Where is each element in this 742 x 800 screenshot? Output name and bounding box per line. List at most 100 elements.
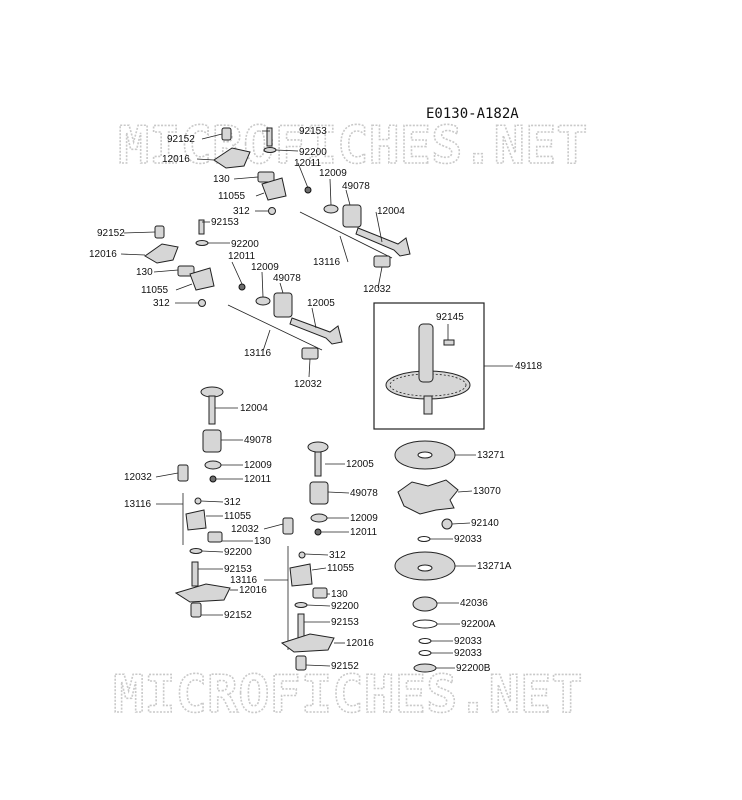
upper-pivot-nut bbox=[221, 127, 232, 141]
left-valve-12005 bbox=[289, 317, 343, 345]
ball-12011-mid bbox=[314, 528, 322, 536]
spring-92145 bbox=[443, 339, 455, 346]
label-11055: 11055 bbox=[218, 191, 246, 202]
label-12016: 12016 bbox=[89, 249, 117, 260]
upper-rocker-guide bbox=[261, 177, 287, 201]
retainer-12009-lower bbox=[204, 460, 222, 470]
label-12004: 12004 bbox=[240, 403, 268, 414]
label-92033: 92033 bbox=[454, 648, 482, 659]
label-49078: 49078 bbox=[350, 488, 378, 499]
bolt-130-lower bbox=[207, 531, 223, 543]
label-11055: 11055 bbox=[224, 511, 252, 522]
label-12016: 12016 bbox=[239, 585, 267, 596]
label-12011: 12011 bbox=[350, 527, 378, 538]
spring-49078-mid bbox=[309, 481, 329, 505]
watermark-top: MICROFICHES.NET bbox=[118, 116, 588, 176]
label-12004: 12004 bbox=[377, 206, 405, 217]
label-49118: 49118 bbox=[515, 361, 543, 372]
ring-92033b bbox=[418, 638, 432, 644]
valve-stem-12005 bbox=[314, 451, 322, 477]
label-312: 312 bbox=[329, 550, 346, 561]
left-tappet bbox=[301, 347, 319, 360]
washer-92200-mid bbox=[294, 602, 308, 608]
label-92153: 92153 bbox=[299, 126, 327, 137]
washer-92200B bbox=[413, 663, 437, 673]
label-12011: 12011 bbox=[244, 474, 272, 485]
label-49078: 49078 bbox=[342, 181, 370, 192]
upper-tappet bbox=[373, 255, 391, 268]
label-92152: 92152 bbox=[224, 610, 252, 621]
lower-middle-valve-train bbox=[280, 441, 335, 671]
nut-312-mid bbox=[298, 551, 306, 559]
label-12032: 12032 bbox=[231, 524, 259, 535]
label-42036: 42036 bbox=[460, 598, 488, 609]
label-12016: 12016 bbox=[162, 154, 190, 165]
upper-stud bbox=[266, 127, 273, 147]
label-12005: 12005 bbox=[346, 459, 374, 470]
plate-13271-hole bbox=[417, 451, 433, 459]
label-312: 312 bbox=[233, 206, 250, 217]
label-13116: 13116 bbox=[230, 575, 258, 586]
upper-pushrod bbox=[299, 211, 393, 259]
nut-92152-lower bbox=[190, 602, 202, 618]
valve-stem-12004 bbox=[208, 395, 216, 425]
label-13116: 13116 bbox=[244, 348, 272, 359]
camshaft-body bbox=[418, 323, 434, 383]
label-130: 130 bbox=[213, 174, 230, 185]
weight-13070 bbox=[397, 479, 459, 515]
left-pushrod bbox=[227, 304, 323, 351]
left-washer bbox=[195, 240, 209, 246]
ball-92140 bbox=[441, 518, 453, 530]
guide-11055-lower bbox=[185, 509, 207, 531]
gear-42036 bbox=[412, 596, 438, 612]
bolt-130-mid bbox=[312, 587, 328, 599]
upper-rocker-arm bbox=[213, 147, 251, 169]
label-49078: 49078 bbox=[244, 435, 272, 446]
left-rocker-arm bbox=[144, 243, 179, 264]
governor-stack bbox=[394, 440, 459, 673]
left-ball-12011 bbox=[238, 283, 246, 291]
label-130: 130 bbox=[254, 536, 271, 547]
left-spring bbox=[273, 292, 293, 318]
label-12032: 12032 bbox=[363, 284, 391, 295]
label-13271: 13271 bbox=[477, 450, 505, 461]
label-312: 312 bbox=[153, 298, 170, 309]
label-12032: 12032 bbox=[294, 379, 322, 390]
label-92152: 92152 bbox=[167, 134, 195, 145]
tappet-12032-mid bbox=[282, 517, 294, 535]
upper-retainer bbox=[323, 204, 339, 214]
label-13070: 13070 bbox=[473, 486, 501, 497]
label-12009: 12009 bbox=[350, 513, 378, 524]
upper-rocker-assembly bbox=[213, 127, 411, 268]
label-92200A: 92200A bbox=[461, 619, 496, 630]
left-nut-312 bbox=[198, 299, 206, 307]
upper-nut-312 bbox=[268, 207, 276, 215]
label-11055: 11055 bbox=[327, 563, 355, 574]
label-13116: 13116 bbox=[313, 257, 341, 268]
valve-head-12005 bbox=[307, 441, 329, 453]
label-13116: 13116 bbox=[124, 499, 152, 510]
label-92200: 92200 bbox=[231, 239, 259, 250]
cam-shaft-end bbox=[423, 395, 433, 415]
label-130: 130 bbox=[136, 267, 153, 278]
retainer-12009-mid bbox=[310, 513, 328, 523]
left-pivot-nut bbox=[154, 225, 165, 239]
upper-spring bbox=[342, 204, 362, 228]
spring-49078-lower bbox=[202, 429, 222, 453]
label-11055: 11055 bbox=[141, 285, 169, 296]
label-92033: 92033 bbox=[454, 636, 482, 647]
label-312: 312 bbox=[224, 497, 241, 508]
label-12005: 12005 bbox=[307, 298, 335, 309]
lower-left-valve-train bbox=[174, 386, 231, 618]
washer-92200-lower bbox=[189, 548, 203, 554]
label-92140: 92140 bbox=[471, 518, 499, 529]
stud-92153-lower bbox=[191, 561, 199, 587]
ring-92033c bbox=[418, 650, 432, 656]
label-92200: 92200 bbox=[299, 147, 327, 158]
label-12011: 12011 bbox=[228, 251, 256, 262]
label-13271A: 13271A bbox=[477, 561, 512, 572]
ring-92033a bbox=[417, 536, 431, 542]
upper-washer bbox=[263, 147, 277, 153]
label-92153: 92153 bbox=[224, 564, 252, 575]
